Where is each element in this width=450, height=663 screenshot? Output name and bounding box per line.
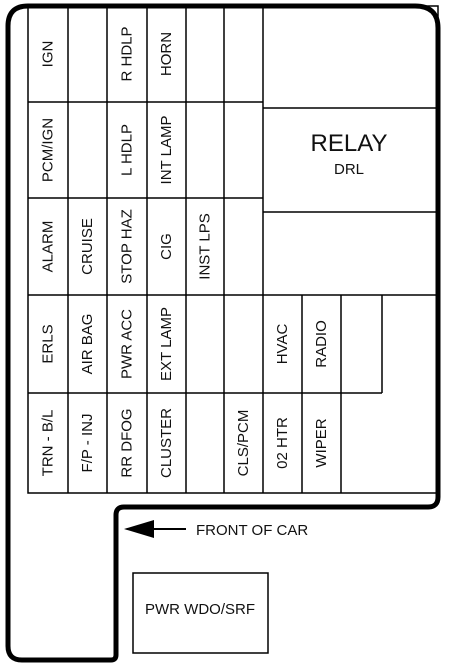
fuse-label: CIG xyxy=(158,233,175,260)
fuse-label: F/P - INJ xyxy=(79,414,96,473)
front-of-car-label: FRONT OF CAR xyxy=(196,522,308,539)
fuse-label: AIR BAG xyxy=(79,314,96,375)
fuse-label: PCM/IGN xyxy=(40,118,57,182)
front-arrow xyxy=(124,520,186,538)
fuse-label: 02 HTR xyxy=(274,417,291,469)
fuse-label: INST LPS xyxy=(197,213,214,279)
fuse-label: IGN xyxy=(40,41,57,68)
fuse-label: EXT LAMP xyxy=(158,307,175,381)
relay-title: RELAY xyxy=(311,130,388,157)
fuse-labels: IGN PCM/IGN ALARM ERLS TRN - B/L CRUISE AIR BA… xyxy=(40,26,331,478)
fuse-grid-border xyxy=(27,5,439,494)
fuse-label: HORN xyxy=(158,32,175,76)
fuse-label: RADIO xyxy=(313,320,330,368)
fuse-label: CLUSTER xyxy=(158,408,175,478)
fuse-label: CLS/PCM xyxy=(235,410,252,477)
fuse-label: R HDLP xyxy=(119,26,136,81)
arrow-left-icon xyxy=(124,520,154,538)
fuse-label: CRUISE xyxy=(79,218,96,275)
pwr-wdo-srf-label: PWR WDO/SRF xyxy=(145,601,255,618)
relay-subtitle: DRL xyxy=(334,161,364,178)
fuse-label: HVAC xyxy=(274,324,291,365)
fuse-label: L HDLP xyxy=(119,124,136,176)
fuse-label: RR DFOG xyxy=(119,408,136,477)
fuse-label: WIPER xyxy=(313,418,330,467)
fuse-label: PWR ACC xyxy=(119,309,136,379)
fuse-grid-lines xyxy=(28,6,438,493)
fuse-label: STOP HAZ xyxy=(119,209,136,283)
fuse-label: ALARM xyxy=(40,221,57,273)
fuse-label: INT LAMP xyxy=(158,116,175,185)
fuse-label: TRN - B/L xyxy=(40,410,57,477)
pwr-wdo-srf-fuse xyxy=(132,572,269,654)
fuse-box-outline xyxy=(5,3,441,663)
fuse-label: ERLS xyxy=(40,324,57,363)
